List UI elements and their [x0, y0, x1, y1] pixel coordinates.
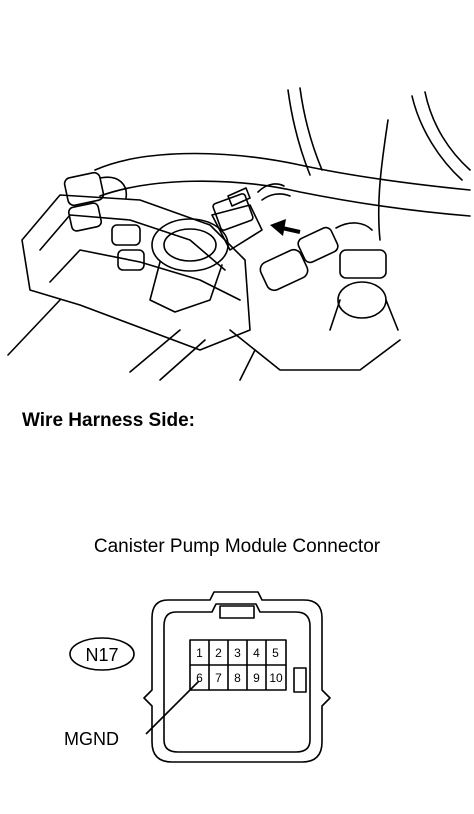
connector-face-diagram: 1 2 3 4 5 6 7 8 9 10 N17 MGND: [64, 591, 331, 763]
unplug-arrow-icon: [270, 219, 301, 236]
wire-harness-side-heading: Wire Harness Side:: [22, 410, 196, 431]
canister-pump-illustration: [7, 87, 471, 381]
pin-10: 10: [269, 671, 283, 685]
pin-5: 5: [272, 646, 279, 660]
connector-code: N17: [85, 645, 118, 665]
pin-8: 8: [234, 671, 241, 685]
pin-9: 9: [253, 671, 260, 685]
connector-code-badge: [69, 637, 135, 671]
connector-housing: [143, 591, 331, 763]
pin-7: 7: [215, 671, 222, 685]
pin-4: 4: [253, 646, 260, 660]
pin-1: 1: [196, 646, 203, 660]
pin-3: 3: [234, 646, 241, 660]
callout-leader-line: [145, 680, 200, 735]
pin-2: 2: [215, 646, 222, 660]
mgnd-callout-label: MGND: [64, 729, 119, 749]
pin-6: 6: [196, 671, 203, 685]
connector-title: Canister Pump Module Connector: [93, 536, 381, 557]
